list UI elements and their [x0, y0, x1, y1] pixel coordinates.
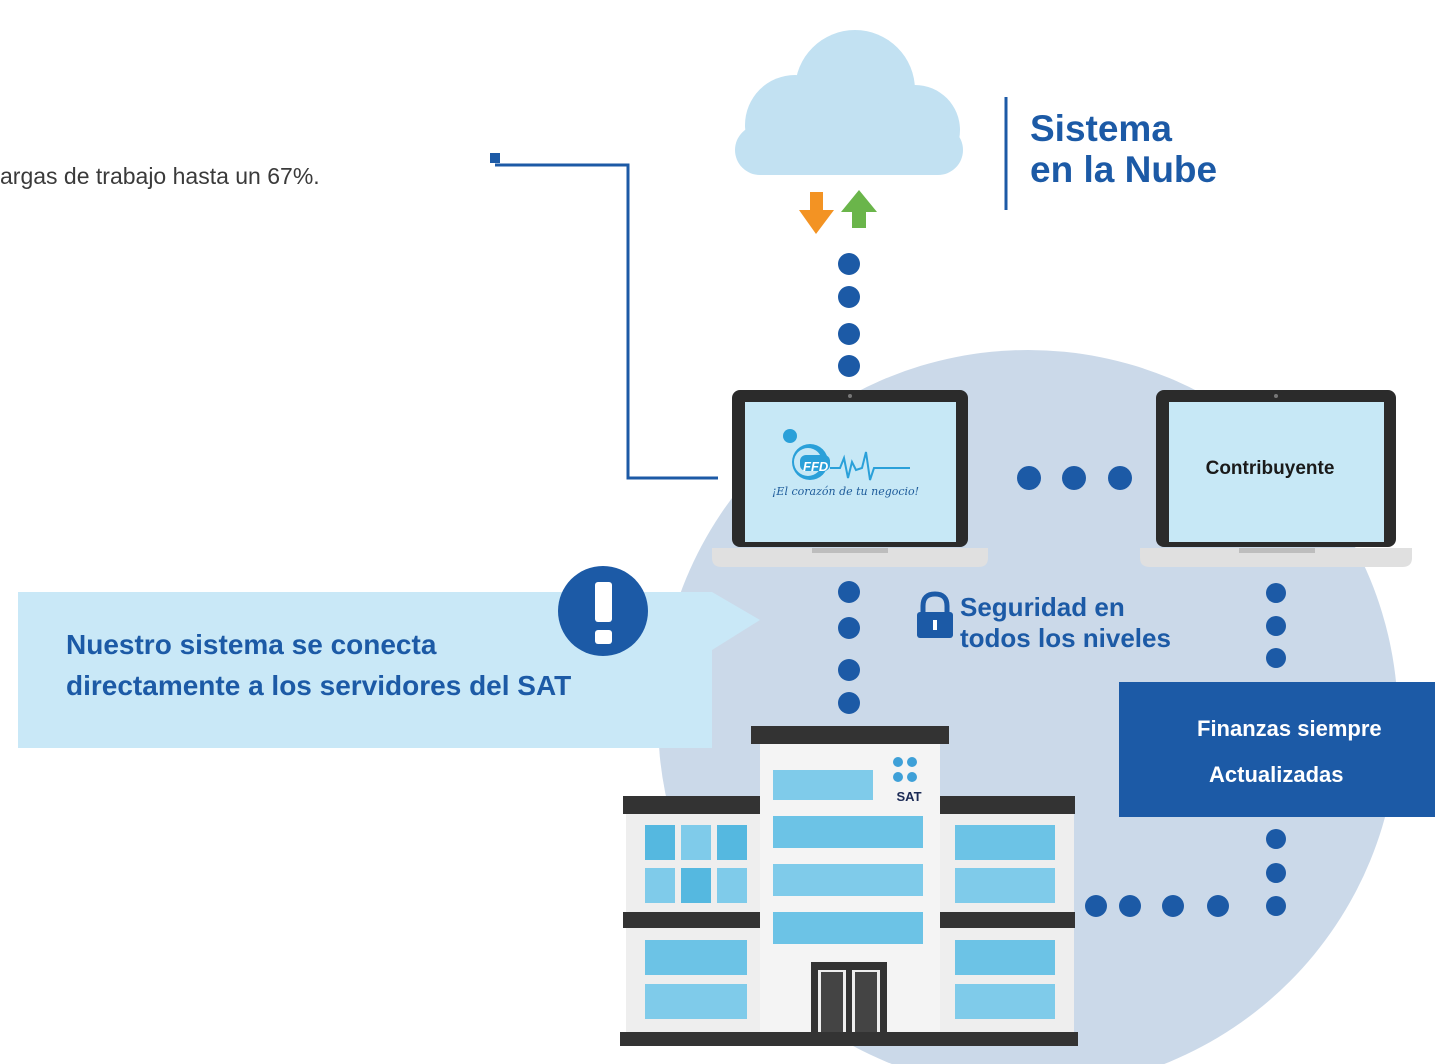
cloud-title-line2: en la Nube — [1030, 149, 1218, 190]
dots-laptop-building — [838, 581, 860, 714]
cloud-title: Sistema en la Nube — [1030, 108, 1330, 190]
dots-finance-building — [1085, 829, 1286, 917]
ffd-logo-mark: FFD — [803, 459, 829, 474]
security-line2: todos los niveles — [960, 623, 1171, 653]
ffd-logo-tagline: ¡El corazón de tu negocio! — [772, 485, 920, 498]
upload-arrow-icon — [841, 190, 877, 228]
intro-text: argas de trabajo hasta un 67%. — [0, 163, 320, 189]
connector-line — [490, 153, 718, 480]
sat-sign: SAT — [896, 789, 922, 804]
finance-box — [1119, 682, 1435, 817]
exclamation-icon — [558, 566, 648, 656]
cloud-icon — [735, 30, 963, 175]
ffd-logo-icon — [783, 429, 910, 481]
finance-line2: Actualizadas — [1209, 762, 1344, 787]
cloud-title-line1: Sistema — [1030, 108, 1172, 149]
callout-line2: directamente a los servidores del SAT — [66, 670, 572, 701]
dots-cloud-laptop — [838, 253, 860, 377]
laptop-right — [1140, 390, 1412, 567]
finance-line1: Finanzas siempre — [1197, 716, 1382, 741]
security-text: Seguridad en todos los niveles — [960, 592, 1240, 654]
dots-laptop-finance — [1266, 583, 1286, 668]
security-line1: Seguridad en — [960, 592, 1125, 622]
download-arrow-icon — [799, 192, 834, 234]
contribuyente-label: Contribuyente — [1205, 458, 1335, 479]
callout-line1: Nuestro sistema se conecta — [66, 629, 437, 660]
laptop-left — [712, 390, 988, 567]
dots-laptop-laptop — [1017, 466, 1132, 490]
lock-icon — [917, 591, 953, 638]
building-icon — [620, 726, 1078, 1046]
